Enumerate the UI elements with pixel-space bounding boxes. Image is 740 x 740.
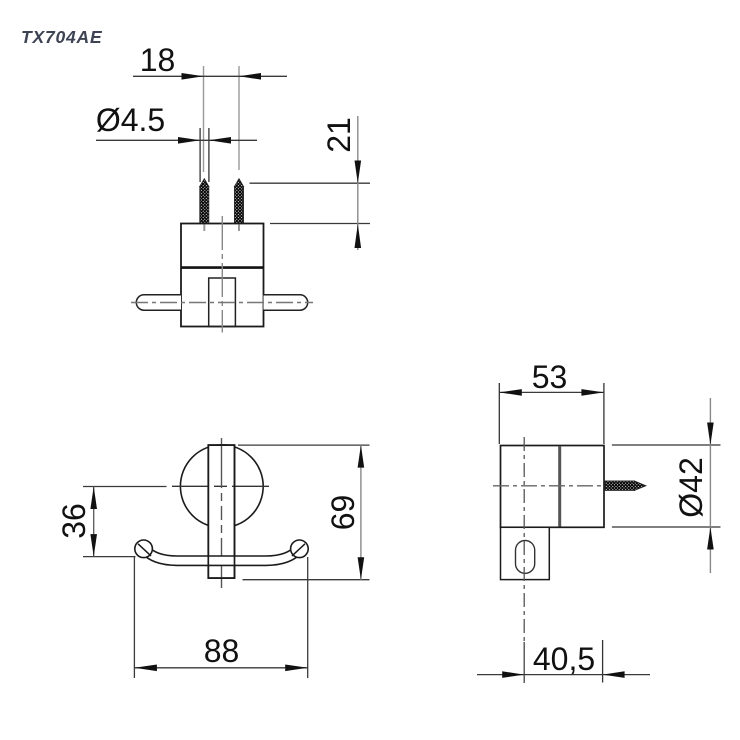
svg-text:21: 21 bbox=[321, 117, 357, 153]
svg-text:Ø42: Ø42 bbox=[673, 457, 709, 517]
svg-text:36: 36 bbox=[56, 503, 92, 539]
svg-text:TX704AE: TX704AE bbox=[21, 27, 103, 47]
svg-text:88: 88 bbox=[204, 633, 240, 669]
svg-text:18: 18 bbox=[140, 42, 176, 78]
svg-text:53: 53 bbox=[532, 359, 568, 395]
svg-text:69: 69 bbox=[325, 495, 361, 531]
svg-text:Ø4.5: Ø4.5 bbox=[96, 102, 165, 138]
svg-text:40,5: 40,5 bbox=[533, 641, 595, 677]
